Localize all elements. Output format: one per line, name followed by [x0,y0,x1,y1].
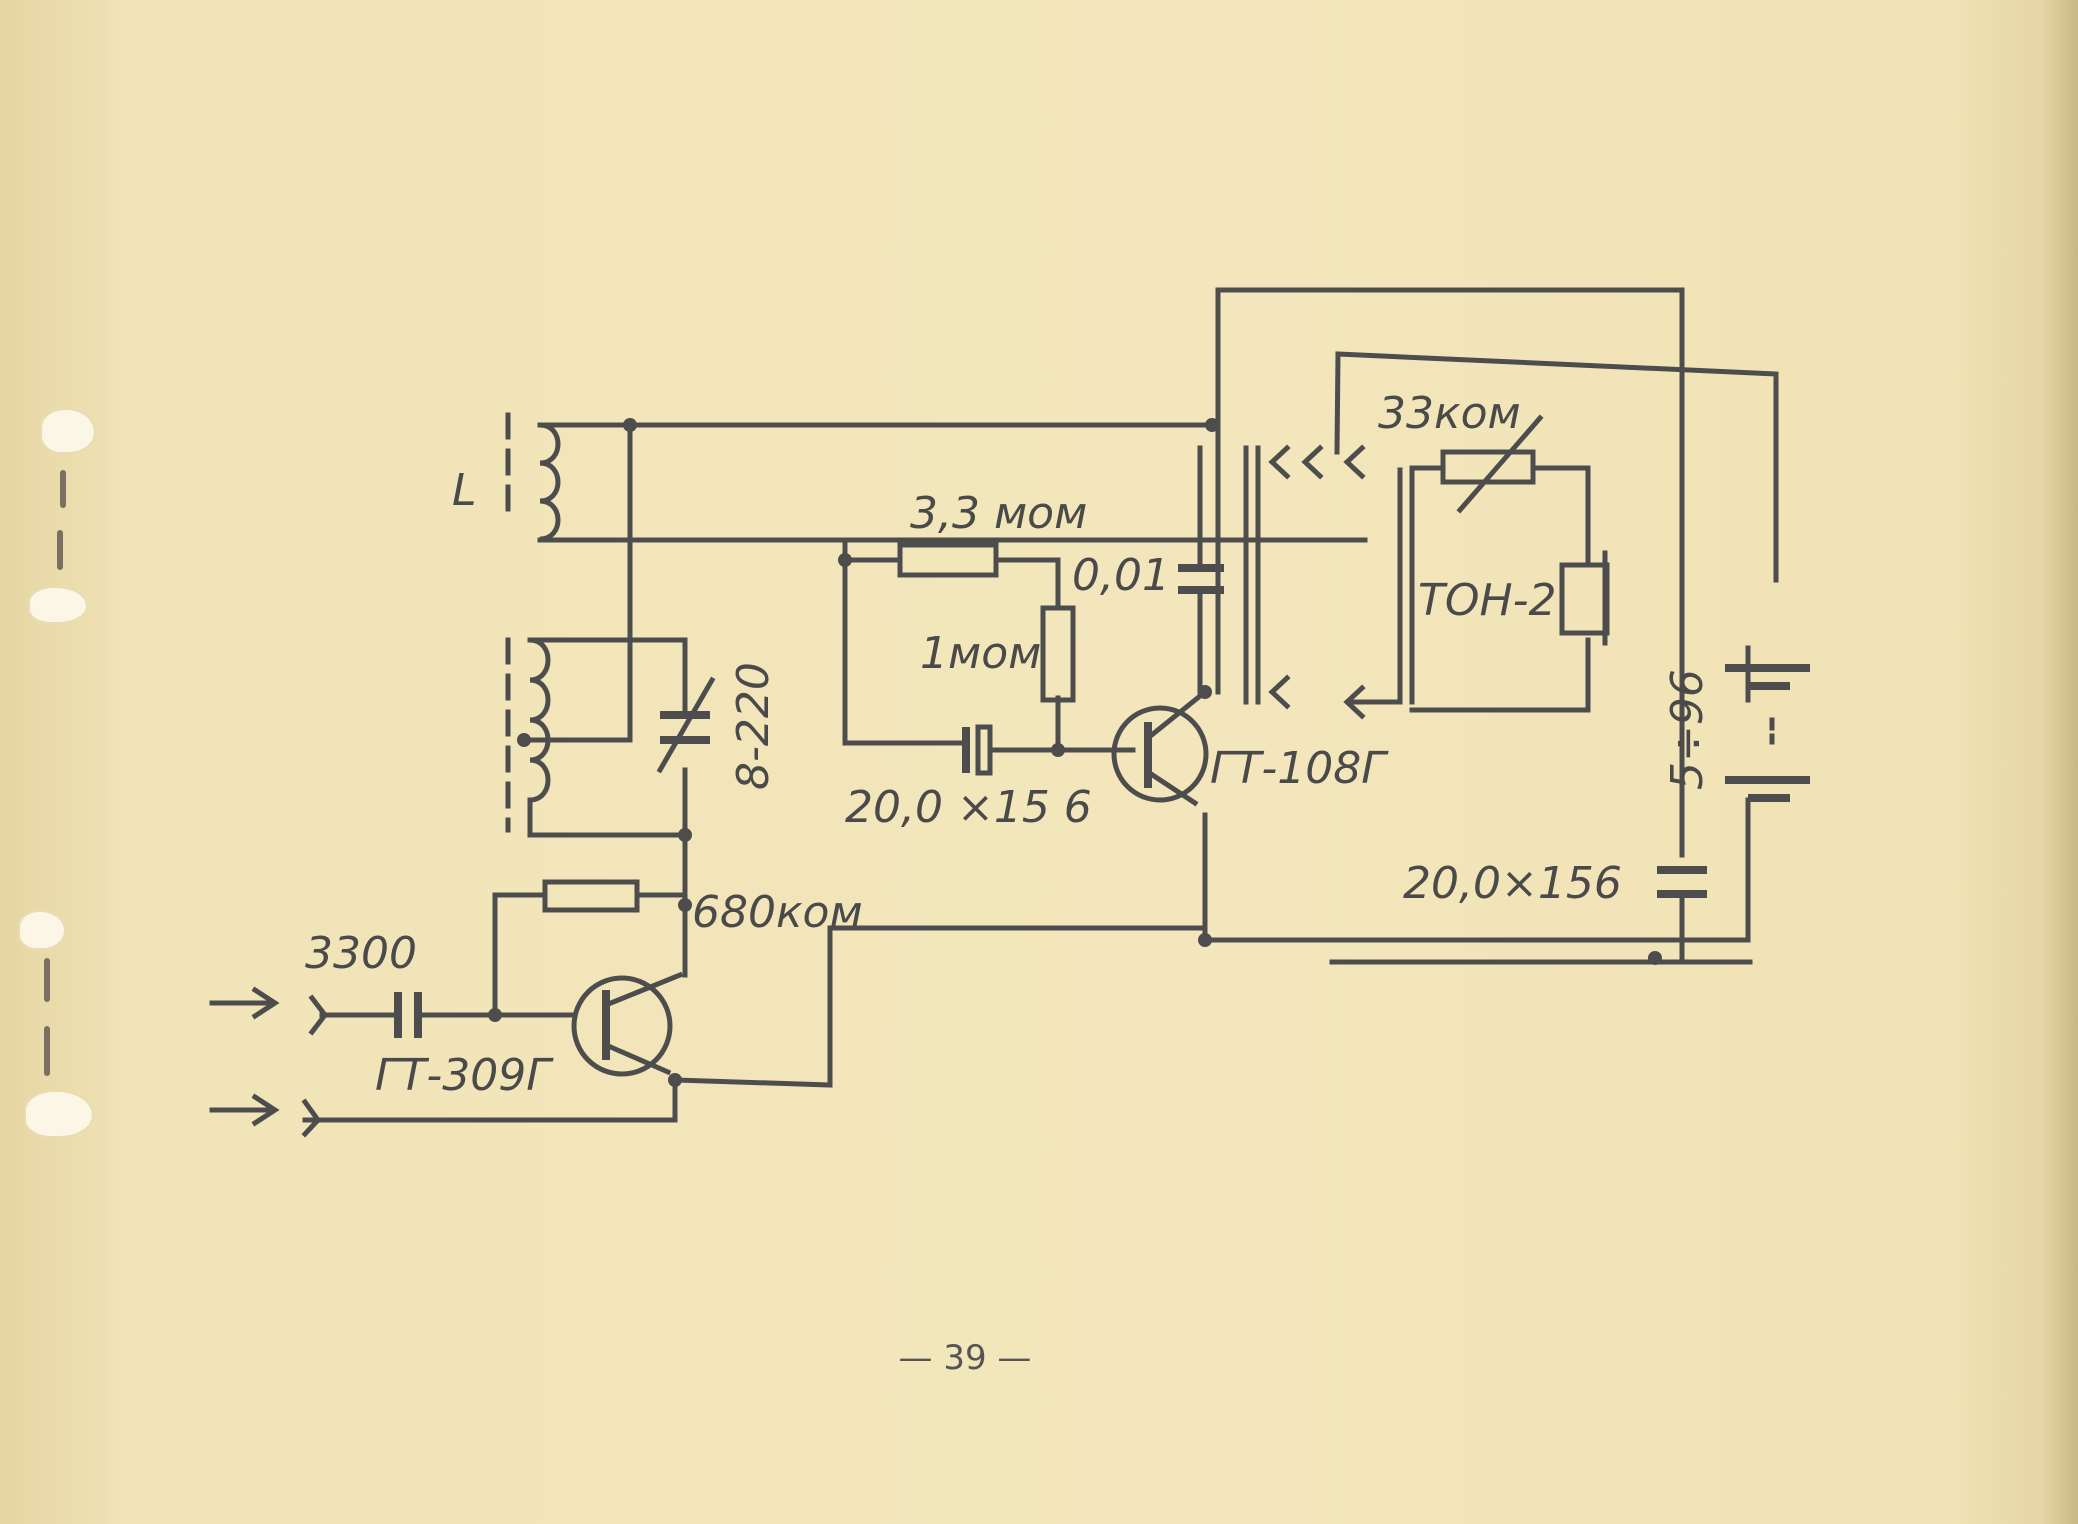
transistor-gt-309 [571,971,684,1077]
label-coil: L [452,465,477,516]
label-r-3-3m: 3,3 мом [910,488,1087,539]
binding-stitch [60,470,66,508]
junction-dots [488,418,1662,1087]
binding-strip [0,0,110,1524]
label-c-3300: 3300 [305,928,417,979]
binding-tuft [24,1090,94,1138]
binding-tuft [40,408,96,454]
capacitor-20-mid [962,724,993,776]
wiring [302,287,1779,1123]
page-number: — 39 — [898,1338,1032,1378]
capacitor-3300 [394,992,422,1038]
page-edge [2038,0,2078,1524]
binding-tuft [28,586,88,624]
label-c-20-mid: 20,0 ×15 6 [845,782,1092,833]
label-c-20-right: 20,0×156 [1403,858,1622,909]
binding-stitch [44,958,50,1002]
resistor-3-3m [897,542,999,578]
binding-tuft [18,910,66,950]
component-labels: L 3,3 мом 0,01 1мом 20,0 ×15 6 ГТ-108Г 3… [305,388,1713,1101]
resistor-680k [542,879,640,913]
capacitor-20-right [1657,866,1707,898]
label-r-33k: 33ком [1378,388,1521,439]
transistor-gt-108 [1111,688,1209,807]
headphone-ton-2 [1559,550,1610,646]
binding-stitch [57,530,63,570]
binding-stitch [44,1026,50,1076]
label-c-001: 0,01 [1072,550,1170,601]
label-ton-2: ТОН-2 [1418,575,1556,626]
battery [1725,664,1810,802]
variable-capacitor-8-220 [656,676,716,774]
input-jacks [209,986,329,1138]
coil-l [505,412,561,833]
label-gt-309: ГТ-309Г [375,1050,554,1101]
label-gt-108: ГТ-108Г [1210,743,1389,794]
capacitor-001 [1178,564,1224,594]
label-r-680k: 680ком [692,887,863,938]
label-c-var: 8-220 [728,662,779,790]
label-battery: 5÷96 [1662,669,1713,790]
output-jacks [1268,444,1401,720]
resistor-33k [1440,449,1536,485]
label-r-1m: 1мом [920,628,1041,679]
resistor-1m [1040,605,1076,703]
